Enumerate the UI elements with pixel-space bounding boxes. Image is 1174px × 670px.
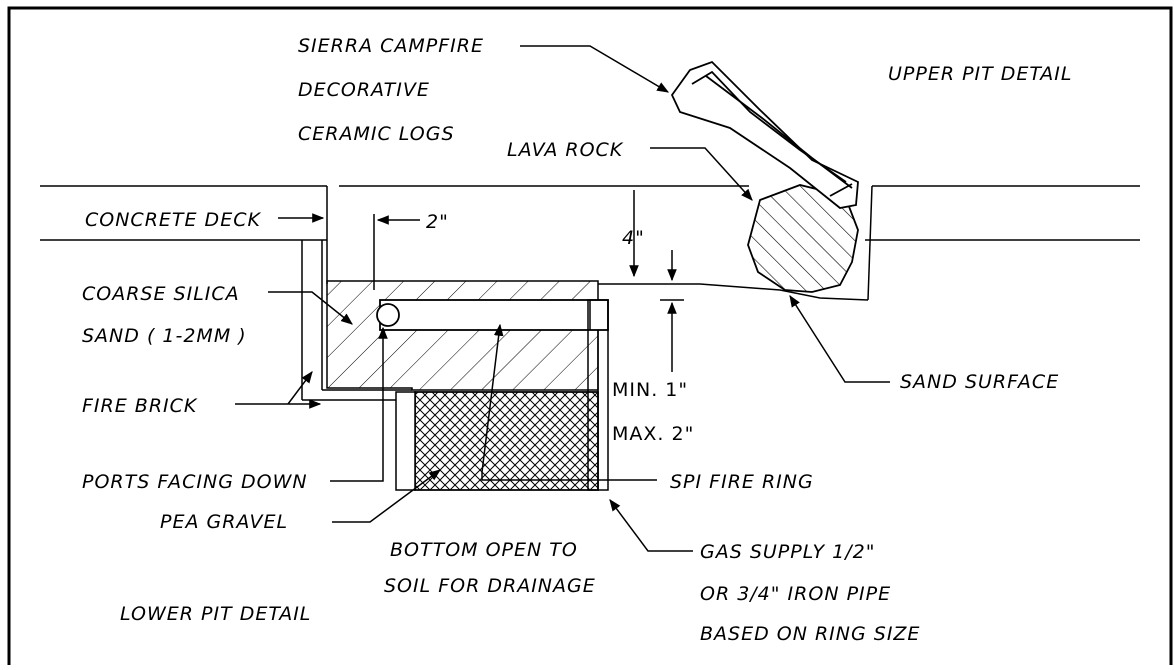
label-sierra-1: SIERRA CAMPFIRE [298,35,484,57]
label-pea-gravel: PEA GRAVEL [160,511,288,533]
label-sand-surface: SAND SURFACE [900,371,1059,393]
label-sierra-2: DECORATIVE [298,79,430,101]
label-ports: PORTS FACING DOWN [82,471,308,493]
label-max: MAX. 2" [612,423,694,445]
label-silica-1: COARSE SILICA [82,283,240,305]
leader-lines [235,45,890,552]
label-sierra-3: CERAMIC LOGS [298,123,455,145]
gas-supply-pipe [395,391,416,491]
ceramic-logs [670,60,859,209]
ring-post [587,299,609,491]
label-upper-pit: UPPER PIT DETAIL [888,63,1072,85]
concrete-deck-right [339,185,1140,301]
label-lower-pit: LOWER PIT DETAIL [120,603,311,625]
label-spi-ring: SPI FIRE RING [670,471,814,493]
silica-sand [326,280,599,391]
label-gas-2: OR 3/4" IRON PIPE [700,583,891,605]
label-dim-2: 2" [426,211,449,233]
concrete-deck-left [40,185,328,284]
label-fire-brick: FIRE BRICK [82,395,198,417]
label-dim-4: 4" [622,227,645,249]
spi-fire-ring [376,299,609,331]
label-lava-rock: LAVA ROCK [507,139,624,161]
label-bottom-2: SOIL FOR DRAINAGE [384,575,596,597]
label-min: MIN. 1" [612,379,688,401]
dim-2in [373,214,420,290]
pea-gravel [414,391,599,491]
label-gas-3: BASED ON RING SIZE [700,623,920,645]
sand-surface-line [598,283,869,301]
dim-4in [629,190,684,372]
label-gas-1: GAS SUPPLY 1/2" [700,541,875,563]
label-bottom-1: BOTTOM OPEN TO [390,539,578,561]
label-silica-2: SAND ( 1-2MM ) [82,325,247,347]
label-concrete-deck: CONCRETE DECK [85,209,261,231]
